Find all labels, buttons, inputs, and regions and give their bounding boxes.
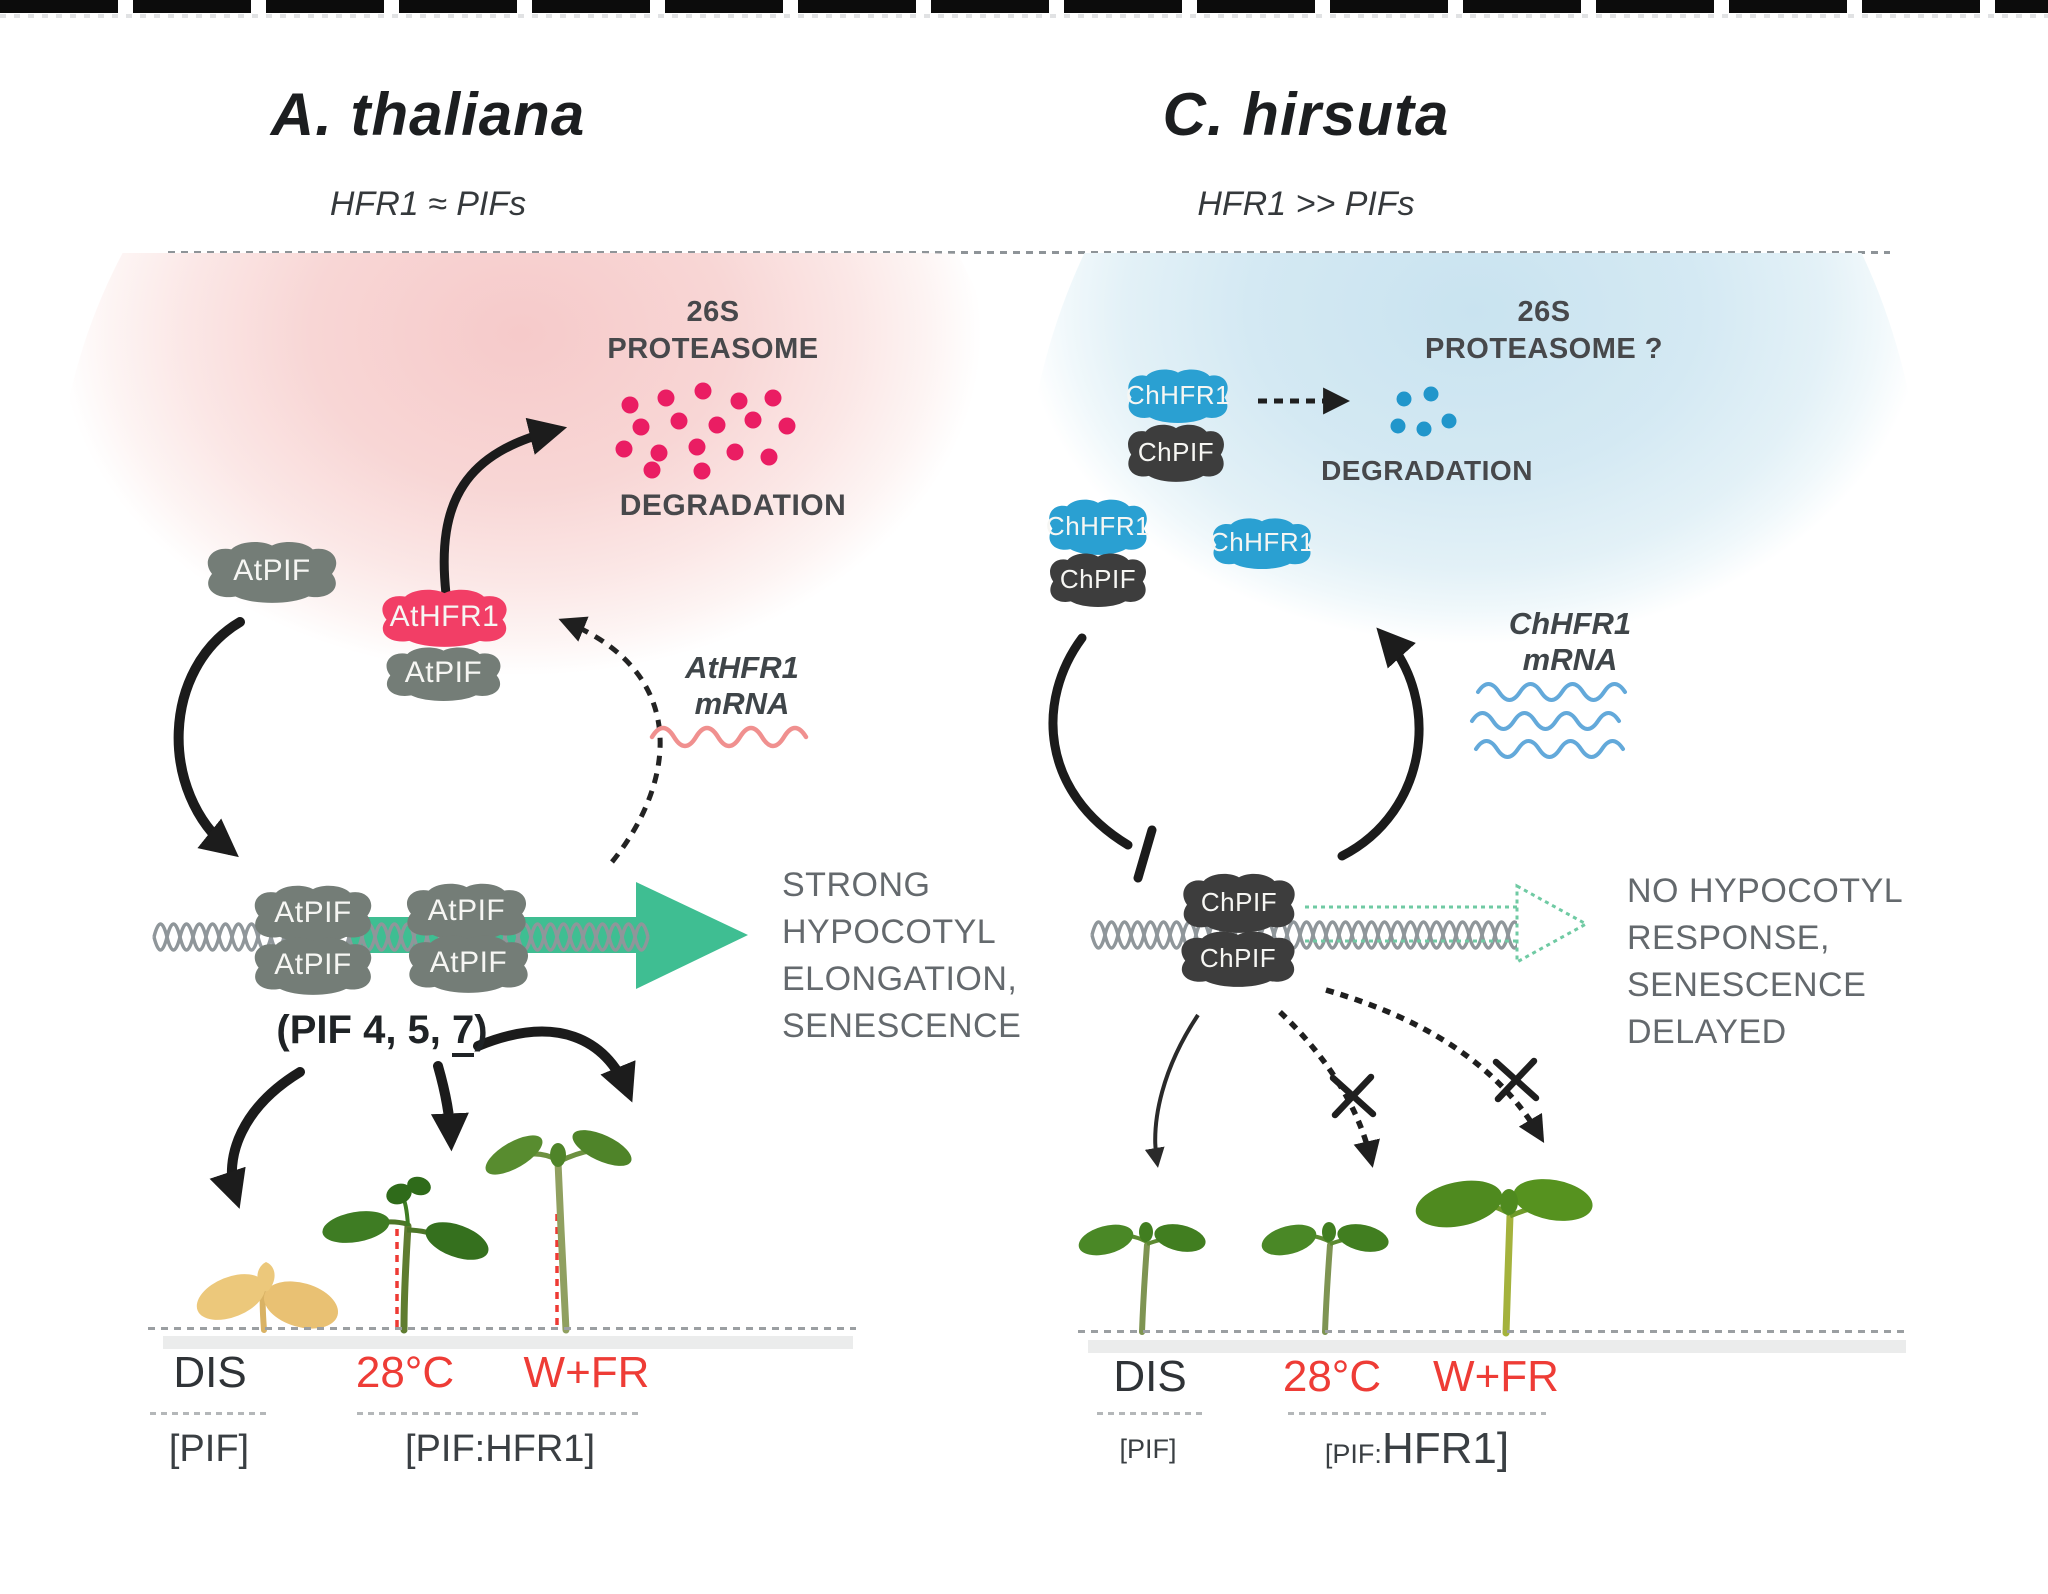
soil-line-right	[1078, 1330, 1908, 1333]
pifhfr1-concentration-right: [PIF:HFR1]	[1324, 1424, 1510, 1473]
proteasome-label-left: 26S PROTEASOME	[607, 296, 819, 365]
seedling-28c-athaliana	[322, 1176, 489, 1334]
underline-dis-left	[150, 1412, 268, 1415]
right-panel-subtitle: HFR1 >> PIFs	[1197, 185, 1415, 223]
soil-line-left	[148, 1327, 856, 1330]
protein-label: ChPIF	[1200, 886, 1278, 917]
protein-label: ChPIF	[1199, 942, 1277, 973]
atpif-bound-blob: AtPIF	[377, 644, 510, 702]
arrow-to-dis-seedling	[209, 1067, 305, 1209]
protein-label: AtPIF	[427, 894, 506, 927]
hypocotyl-measure-lines	[395, 1214, 559, 1330]
pif-concentration-left: [PIF]	[168, 1428, 250, 1470]
proteasome-label-right: 26S PROTEASOME ?	[1424, 296, 1663, 365]
protein-blob-shape	[1183, 873, 1295, 933]
chpif-blob: ChPIF	[1042, 550, 1154, 608]
protein-blob-shape	[1049, 499, 1147, 555]
pif-gene-note: (PIF 4, 5, 7)	[232, 1008, 532, 1057]
condition-wfr-left: W+FR	[523, 1348, 650, 1397]
underline-pifhfr1-left	[357, 1412, 640, 1415]
top-border-bar	[0, 0, 2048, 13]
dna-atpif-blob: AtPIF	[397, 880, 536, 942]
pif-action-arrows	[209, 1026, 636, 1209]
protein-label: ChPIF	[1059, 563, 1137, 594]
dna-atpif-blob: AtPIF	[245, 934, 381, 996]
dna-atpif-blob: AtPIF	[399, 932, 538, 994]
dashed-divider-line	[168, 251, 1890, 254]
condition-dis-left: DIS	[173, 1348, 247, 1397]
condition-dis-right: DIS	[1113, 1352, 1187, 1401]
protein-blob-shape	[1128, 369, 1228, 423]
outcome-text-left: STRONG HYPOCOTYL ELONGATION, SENESCENCE	[782, 866, 1022, 1045]
protein-blob-shape	[1128, 424, 1224, 482]
dna-chpif-blob: ChPIF	[1172, 928, 1304, 988]
athfr1-mrna-label: AtHFR1 mRNA	[685, 650, 799, 721]
underline-dis-right	[1097, 1412, 1205, 1415]
chpif-blob: ChPIF	[1120, 421, 1232, 483]
protein-blob-shape	[1213, 518, 1311, 570]
condition-28c-left: 28°C	[355, 1348, 455, 1397]
soil-bar-right	[1088, 1340, 1906, 1353]
chhfr1-blob: ChHFR1	[1120, 366, 1236, 424]
dna-atpif-blob: AtPIF	[245, 882, 381, 944]
pifhfr1-concentration-left: [PIF:HFR1]	[404, 1428, 596, 1470]
pif-concentration-right: [PIF]	[1119, 1434, 1177, 1464]
top-faint-dotted-line	[0, 14, 2048, 18]
protein-label: AtHFR1	[389, 600, 500, 633]
protein-label: ChHFR1	[1209, 527, 1315, 557]
degradation-label-right: DEGRADATION	[1321, 455, 1533, 486]
soil-bar-left	[163, 1336, 853, 1349]
seedling-28c-chirsuta	[1261, 1222, 1389, 1335]
seedling-wfr-chirsuta	[1415, 1179, 1593, 1337]
underlined-seven: 7	[452, 1008, 475, 1057]
protein-label: AtPIF	[274, 896, 352, 929]
protein-label: AtPIF	[429, 946, 508, 979]
protein-blob-shape	[386, 647, 501, 701]
seedling-dis-chirsuta	[1078, 1222, 1206, 1335]
protein-label: AtPIF	[404, 656, 483, 689]
left-panel-subtitle: HFR1 ≈ PIFs	[329, 185, 527, 223]
dna-chpif-blob: ChPIF	[1174, 870, 1304, 934]
protein-label: AtPIF	[274, 948, 352, 981]
protein-blob-shape	[207, 541, 337, 603]
right-panel-title: C. hirsuta	[1162, 81, 1450, 148]
protein-blob-shape	[1181, 931, 1295, 987]
protein-label: ChPIF	[1137, 436, 1215, 467]
protein-blob-shape	[1050, 553, 1146, 607]
protein-blob-shape	[254, 885, 372, 943]
chhfr1-mrna-label: ChHFR1 mRNA	[1508, 606, 1632, 677]
chhfr1-blob: ChHFR1	[1041, 496, 1155, 556]
athfr1-blob: AtHFR1	[372, 586, 517, 648]
chhfr1-free-blob: ChHFR1	[1205, 515, 1319, 570]
condition-wfr-right: W+FR	[1433, 1352, 1559, 1401]
seedling-wfr-athaliana	[485, 1130, 632, 1334]
left-panel-title: A. thaliana	[270, 81, 586, 148]
condition-28c-right: 28°C	[1282, 1352, 1382, 1401]
protein-label: ChHFR1	[1125, 379, 1231, 410]
outcome-text-right: NO HYPOCOTYL RESPONSE, SENESCENCE DELAYE…	[1627, 872, 1904, 1051]
degradation-label-left: DEGRADATION	[619, 489, 847, 522]
protein-blob-shape	[408, 935, 529, 993]
atpif-free-blob: AtPIF	[197, 538, 347, 604]
protein-label: AtPIF	[233, 554, 311, 587]
protein-blob-shape	[406, 883, 527, 941]
protein-label: ChHFR1	[1045, 510, 1151, 541]
arrow-to-28c-seedling	[430, 1061, 469, 1152]
protein-blob-shape	[254, 937, 372, 995]
seedling-dis-yellow	[196, 1262, 339, 1333]
underline-pifhfr1-right	[1288, 1412, 1546, 1415]
protein-blob-shape	[382, 589, 507, 647]
